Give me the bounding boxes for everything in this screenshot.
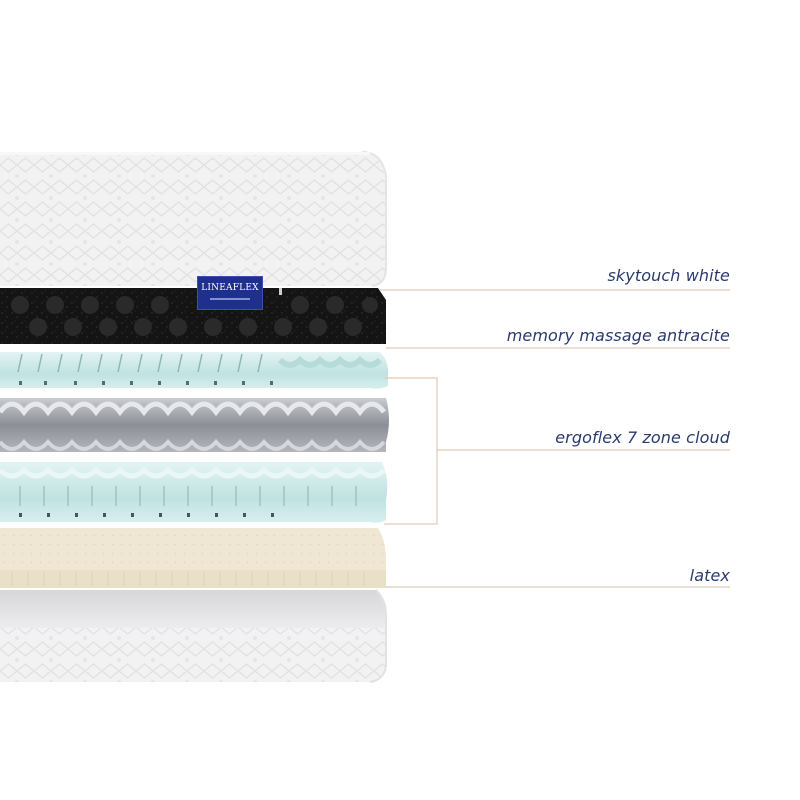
brand-tag-stitch [210,298,250,300]
ergoflex-bracket [384,377,438,525]
ergoflex-middle-wave [0,398,389,452]
ergoflex-top-slab [0,352,388,389]
label-skytouch-white: skytouch white [607,266,730,285]
ergoflex-bottom-slab [0,462,388,523]
skytouch-cover-layer [0,151,387,287]
label-ergoflex-7-zone-cloud: ergoflex 7 zone cloud [555,428,730,447]
label-memory-massage-antracite: memory massage antracite [506,326,730,345]
brand-name: LINEAFLEX [201,283,259,293]
leader-lines [380,289,730,588]
zipper-pull-icon [279,288,282,295]
bottom-cover-layer [0,589,387,683]
latex-layer [0,528,386,588]
brand-tag: LINEAFLEX [197,276,263,310]
label-latex: latex [689,566,730,585]
memory-foam-layer [0,288,386,344]
